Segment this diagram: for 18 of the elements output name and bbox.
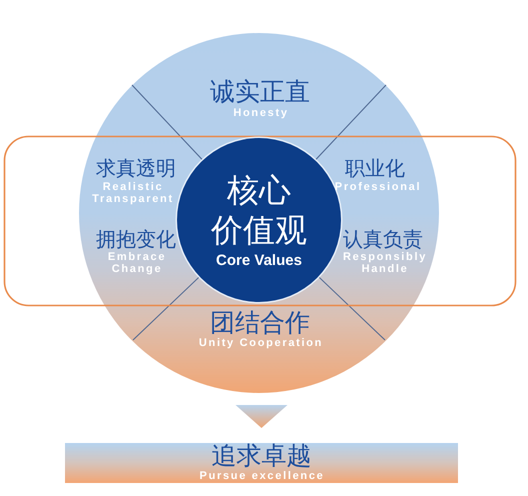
- down-arrow: [236, 405, 288, 428]
- value-subtitle: Honesty: [232, 106, 290, 119]
- value-title: 求真透明: [95, 156, 177, 180]
- value-subtitle: Professional: [334, 180, 422, 193]
- value-title: 团结合作: [209, 309, 311, 337]
- value-subtitle: Responsibly Handle: [342, 250, 428, 276]
- goal-subtitle: Pursue excellence: [198, 470, 326, 482]
- goal-banner: [65, 443, 458, 483]
- value-title: 拥抱变化: [95, 227, 177, 251]
- core-subtitle: Core Values: [215, 252, 303, 270]
- value-title: 职业化: [344, 156, 406, 180]
- goal-title: 追求卓越: [210, 442, 312, 468]
- core-title: 核心价值观: [210, 170, 308, 250]
- value-subtitle: Embrace Change: [106, 250, 168, 276]
- value-subtitle: Realistic Transparent: [91, 180, 175, 206]
- value-title: 认真负责: [342, 227, 424, 251]
- value-subtitle: Unity Cooperation: [198, 336, 324, 349]
- value-title: 诚实正直: [209, 78, 311, 106]
